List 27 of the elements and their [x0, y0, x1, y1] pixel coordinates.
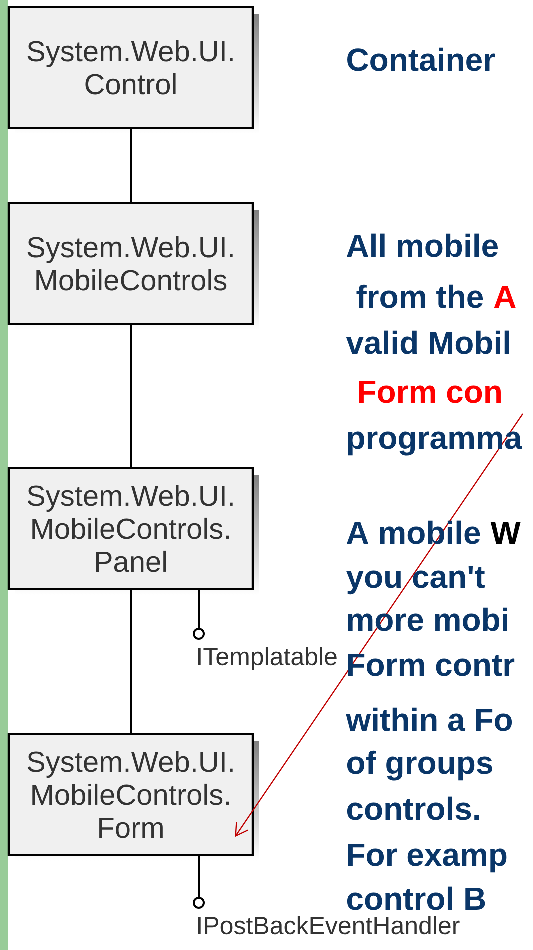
connector-line	[198, 856, 200, 897]
connector-line	[198, 590, 200, 628]
class-box: System.Web.UI. MobileControls	[8, 202, 259, 330]
interface-circle	[193, 897, 205, 909]
class-box: System.Web.UI. MobileControls. Panel	[8, 467, 259, 595]
interface-circle	[193, 628, 205, 640]
note-text: For examp	[348, 844, 507, 873]
note-text: within a Fo	[346, 708, 512, 732]
class-box: System.Web.UI. MobileControls. Form	[8, 733, 259, 861]
arrow	[235, 414, 524, 838]
note-text: of groups	[347, 750, 492, 781]
connector-line	[130, 325, 132, 467]
connector-line	[130, 590, 132, 733]
note-text: you can't	[346, 566, 485, 595]
interface-label: ITemplatable	[198, 647, 337, 671]
interface-label: IPostBackEventHandler	[198, 916, 460, 935]
note-text: W	[490, 522, 521, 544]
note-text: controls.	[347, 796, 480, 820]
note-text: A	[494, 286, 516, 308]
note-text: from the	[356, 284, 484, 308]
note-text: valid Mobil	[346, 330, 510, 354]
connector-line	[130, 129, 132, 202]
note-text: Form con	[359, 381, 501, 404]
note-text: All mobile	[347, 234, 498, 258]
note-text: Container	[348, 48, 496, 72]
class-box: System.Web.UI. Control	[8, 6, 259, 134]
note-text: control B	[347, 886, 486, 910]
